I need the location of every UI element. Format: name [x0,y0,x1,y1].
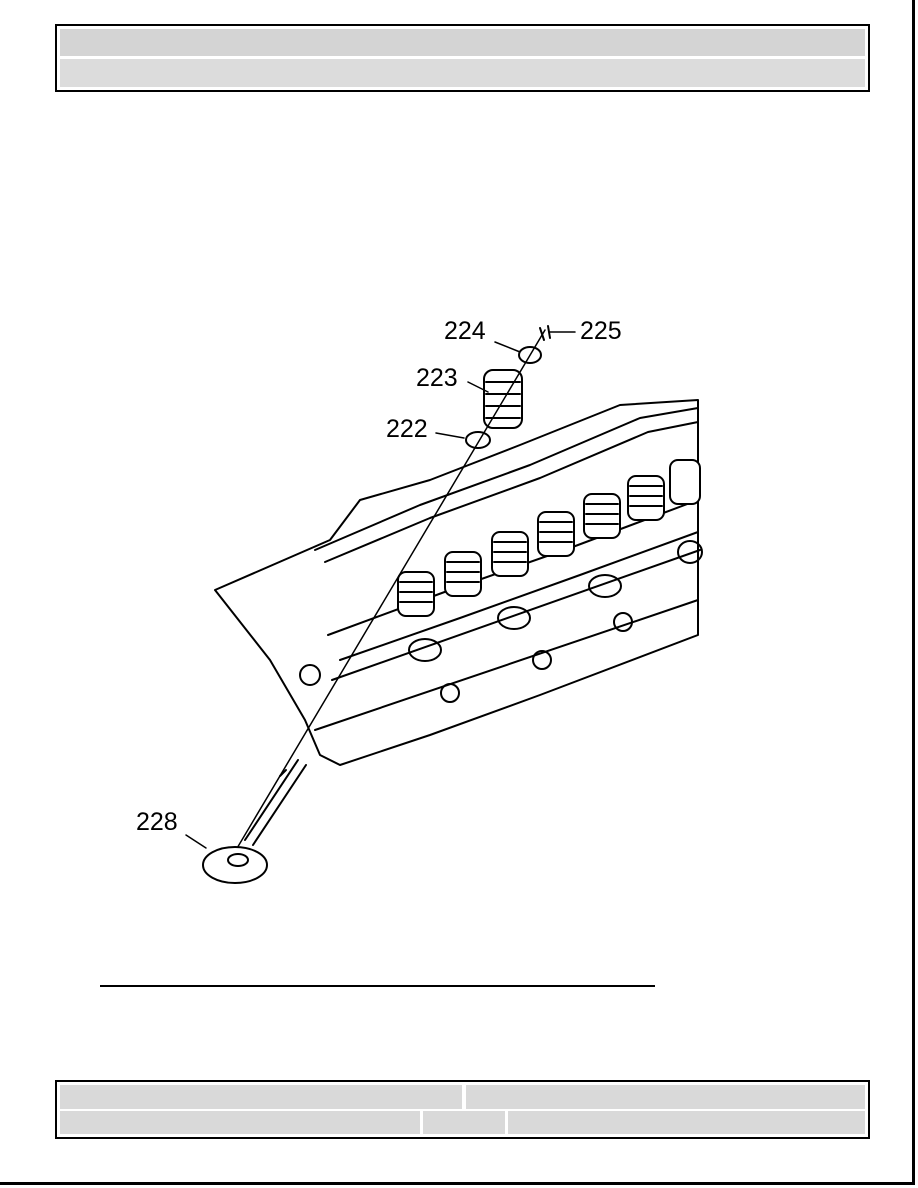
leader-223 [467,381,489,393]
callout-228: 228 [136,808,178,836]
installed-valve-springs [397,459,701,617]
port-3 [588,574,622,598]
leader-228 [185,834,207,849]
port-2 [497,606,531,630]
spring-seat-222 [465,431,491,449]
callout-223: 223 [416,364,458,392]
valve-exploded-view-figure: 224 225 223 222 228 [100,300,720,920]
callout-224: 224 [444,317,486,345]
footer-right-top [466,1085,865,1109]
cylinder-head-illustration [185,325,703,884]
document-header [55,24,870,92]
callout-222: 222 [386,415,428,443]
valve-stem-228 [244,759,307,846]
valve-keepers-225 [539,325,551,341]
figure-caption-rule [100,985,655,987]
header-title-row [60,29,865,56]
port-4 [677,540,703,564]
document-footer [55,1080,870,1139]
valve-centerline [229,329,546,861]
leader-222 [435,432,465,439]
footer-right-bottom [508,1111,865,1134]
port-1 [408,638,442,662]
leader-224 [494,341,521,353]
footer-middle-bottom [423,1111,505,1134]
callout-225: 225 [580,317,622,345]
header-subtitle-row [60,59,865,87]
head-gasket-rail [314,407,699,551]
footer-left-top [60,1085,462,1109]
footer-left-bottom [60,1111,420,1134]
bolt-hole-1 [299,664,321,686]
